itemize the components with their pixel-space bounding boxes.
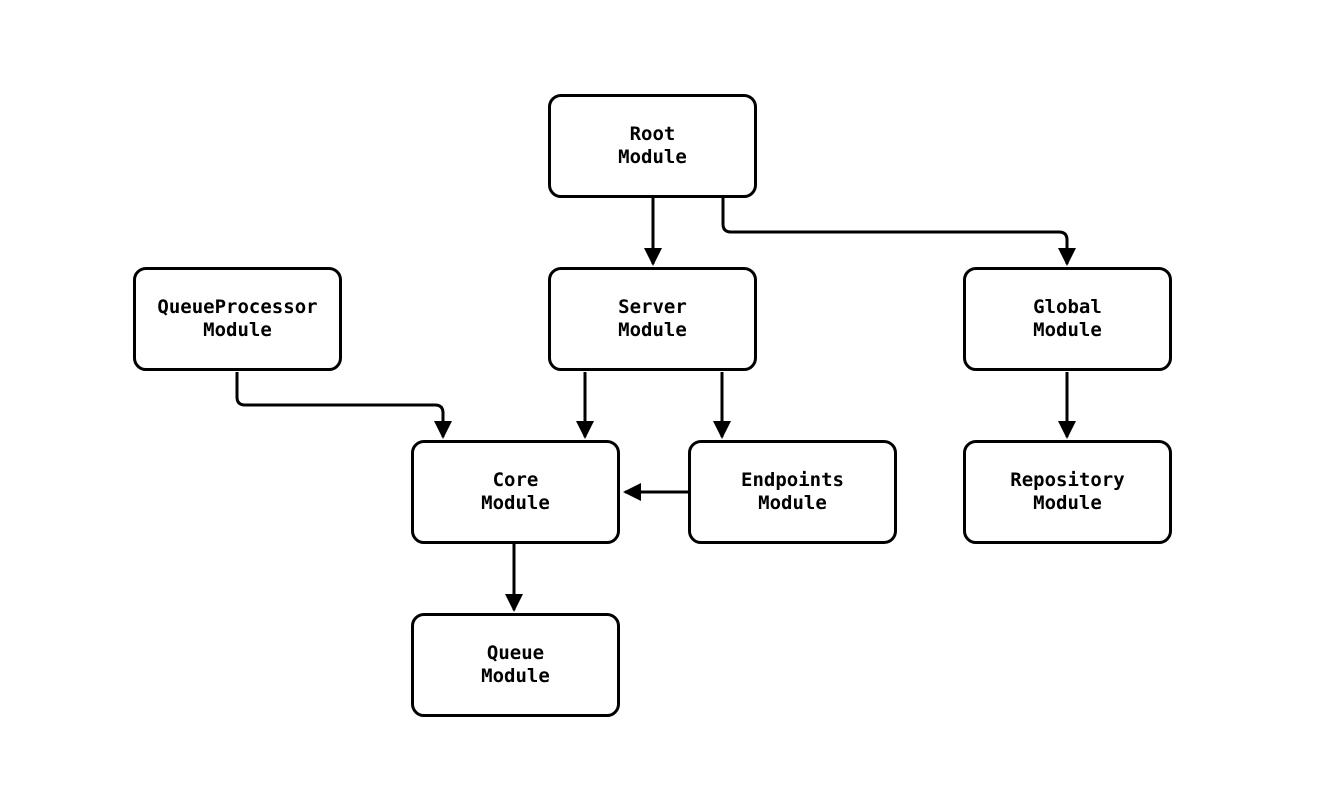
node-label-line1: QueueProcessor [157,296,318,318]
node-label-line1: Global [1033,296,1102,318]
node-label-line2: Module [481,665,550,687]
node-label-line2: Module [1033,319,1102,341]
node-label-line2: Module [618,319,687,341]
node-label-line1: Server [618,296,687,318]
node-label-line2: Module [481,492,550,514]
node-label-line1: Endpoints [741,469,844,491]
node-core-module: Core Module [411,440,620,544]
node-label-line2: Module [1033,492,1102,514]
edge-root-to-global [721,197,1076,266]
node-label-line1: Repository [1010,469,1125,491]
node-label-line2: Module [758,492,827,514]
node-queue-module: Queue Module [411,613,620,717]
node-label-line1: Queue [486,642,545,664]
node-label-line2: Module [203,319,272,341]
node-endpoints-module: Endpoints Module [688,440,897,544]
node-label-line1: Root [629,123,676,145]
edge-queueprocessor-to-core [235,372,452,439]
node-global-module: Global Module [963,267,1172,371]
node-label-line2: Module [618,146,687,168]
node-root-module: Root Module [548,94,757,198]
node-repository-module: Repository Module [963,440,1172,544]
node-server-module: Server Module [548,267,757,371]
node-label-line1: Core [492,469,539,491]
node-queueprocessor-module: QueueProcessor Module [133,267,342,371]
